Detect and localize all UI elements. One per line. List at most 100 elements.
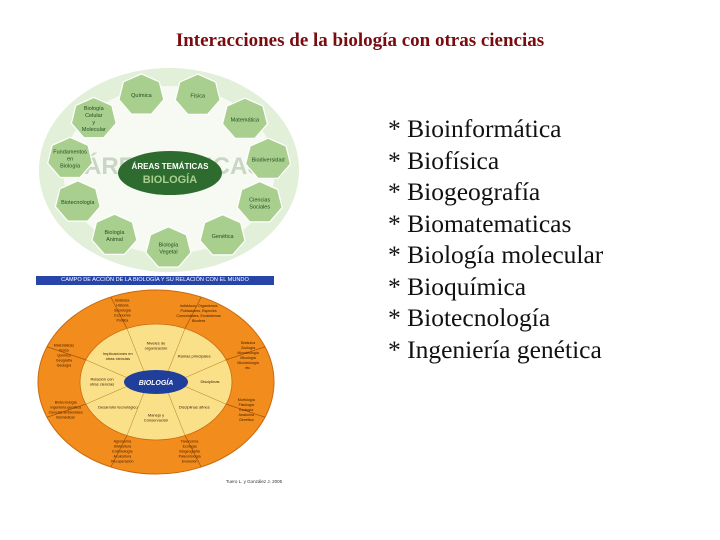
outer-label: Anatomía (239, 413, 254, 417)
area-node (145, 226, 192, 268)
divider-line (167, 393, 186, 436)
outer-label: Botánica (115, 299, 129, 303)
list-item: * Biogeografía (388, 177, 541, 206)
campo-accion-diagram: BIOLOGÍA BotánicaHistoriaSociologíaEcono… (37, 289, 283, 484)
area-node (199, 214, 246, 256)
outer-label: Evolución (182, 460, 198, 464)
area-node-label: en (67, 157, 73, 163)
center-biologia: BIOLOGÍA (139, 378, 174, 387)
outer-label: Poblaciones, Especies (181, 309, 217, 313)
outer-label: Genética (239, 418, 253, 422)
area-node-label: y (92, 120, 95, 126)
outer-label: Economía (114, 314, 130, 318)
outer-label: Acuicultura (114, 455, 132, 459)
divider-line (185, 359, 227, 378)
area-node (236, 180, 283, 223)
list-item: * Biofísica (388, 145, 500, 175)
area-node-label: Celular (85, 113, 103, 119)
area-node (174, 73, 221, 115)
outer-label: Morfología (238, 398, 255, 402)
list-item: * Ingeniería genética (388, 334, 602, 364)
divider-line (46, 346, 86, 361)
area-node-label: Biología (84, 106, 105, 112)
divider-line (85, 359, 127, 378)
outer-label: Biosfera (192, 319, 205, 323)
outer-label: Entomología (112, 450, 132, 454)
area-node-label: Vegetal (159, 250, 177, 256)
outer-label: Matemáticas (54, 343, 75, 347)
inner-label: Disciplinas afines (179, 405, 210, 410)
inner-label: Ramas principales (178, 354, 211, 359)
inner-label: otras ciencias (106, 356, 130, 361)
credit: Tuero L. y González J. 2005 (226, 479, 283, 484)
divider-line (126, 328, 145, 371)
divider-line (167, 328, 186, 371)
divider-line (85, 386, 127, 405)
inner-label: Implicaciones en (103, 351, 133, 356)
area-node-label: Física (190, 93, 206, 99)
outer-label: Sociología (114, 309, 131, 313)
outer-label: Taxonomía (181, 440, 199, 444)
outer-label: Zoología (241, 346, 255, 350)
center-subtitle: BIOLOGÍA (143, 173, 197, 186)
area-node-label: Molecular (82, 127, 106, 133)
outer-label: Política (117, 319, 129, 323)
outer-label: Química (57, 353, 70, 357)
inner-label: Relación con (90, 376, 113, 381)
area-node-label: Química (131, 93, 152, 99)
area-node-label: Biología (60, 164, 81, 170)
divider-line (226, 346, 266, 361)
divider-line (185, 386, 227, 405)
outer-label: Micología (240, 356, 255, 360)
slide-title: Interacciones de la biología con otras c… (175, 30, 545, 51)
outer-label: Historia (116, 304, 128, 308)
list-item: * Bioinformática (388, 114, 562, 143)
list-item: * Biomatematicas (388, 208, 572, 238)
outer-label: Microbiología (237, 351, 258, 355)
outer-label: Fisiología (239, 403, 254, 407)
areas-tematicas-diagram: ÁREAS ICAS ÁREAS TEMÁTICAS BIOLOGÍA Quím… (39, 68, 299, 272)
area-node-label: Sociales (249, 204, 270, 210)
outer-label: Ecología (239, 408, 253, 412)
divider-line (46, 403, 86, 418)
area-node-label: Animal (106, 237, 123, 243)
area-node-label: Ciencias (249, 197, 270, 203)
list-item: * Biología molecular (388, 240, 604, 269)
divider-line (110, 435, 128, 468)
inner-label: Disciplinas (200, 379, 219, 384)
area-node (118, 73, 165, 115)
area-node-label: Biología (105, 230, 126, 236)
outer-label: Ciencias ambientales (49, 411, 83, 415)
outer-label: Biomédicas (56, 416, 75, 420)
inner-label: Manejo y (148, 412, 164, 417)
list-item: * Biotecnología (388, 303, 551, 332)
area-node (47, 136, 94, 179)
divider-line (126, 393, 145, 436)
area-node (244, 137, 292, 180)
area-node-label: Biotecnología (61, 200, 95, 206)
outer-label: Biotecnología (55, 401, 77, 405)
bullet-list: * Bioinformática* Biofísica* Biogeografí… (388, 113, 603, 365)
inner-label: organización (145, 346, 168, 351)
area-node-label: Fundamentos (53, 150, 87, 156)
divider-line (110, 296, 128, 329)
outer-label: Microbiología (237, 361, 258, 365)
outer-label: Física (59, 348, 69, 352)
outer-label: Biogeografía (179, 450, 199, 454)
area-node (54, 180, 101, 222)
outer-label: Agronomía (114, 440, 132, 444)
outer-label: Recuperación (111, 460, 133, 464)
inner-label: Conservación (144, 418, 168, 423)
outer-label: Geología (57, 363, 72, 367)
area-node (91, 213, 138, 255)
list-item: * Bioquímica (388, 271, 527, 301)
outer-label: Geografía (56, 358, 72, 362)
area-node (221, 97, 269, 139)
inner-label: otras ciencias (90, 382, 114, 387)
area-node-label: Matemática (231, 117, 260, 123)
divider-line (184, 435, 202, 468)
outer-label: Paleontología (179, 455, 201, 459)
inner-label: Desarrollo tecnológico (98, 405, 138, 410)
campo-accion-banner: CAMPO DE ACCIÓN DE LA BIOLOGÍA Y SU RELA… (36, 276, 274, 285)
area-node-label: Genética (212, 234, 235, 240)
